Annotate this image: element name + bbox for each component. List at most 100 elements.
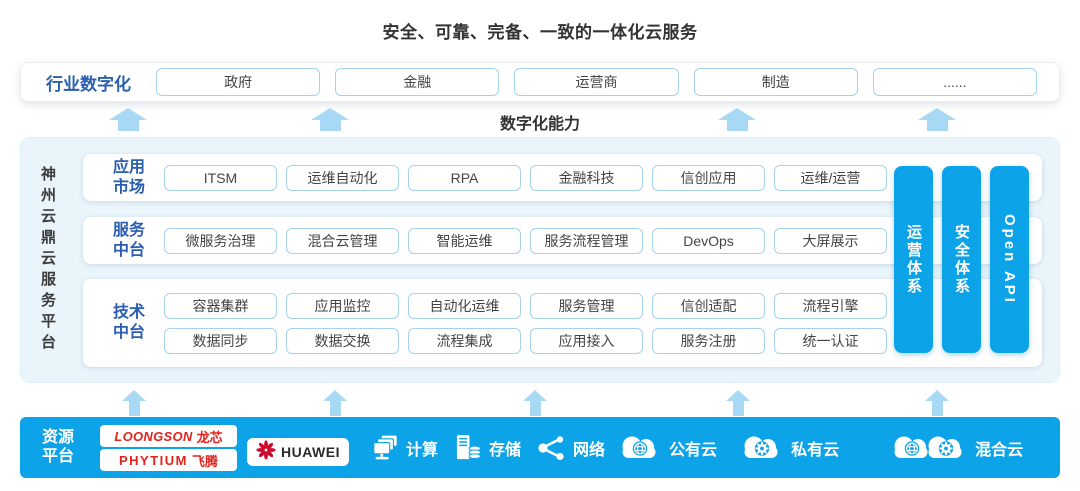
service-hybrid-cloud: 混合云 (887, 433, 1023, 463)
resource-label-line: 平台 (42, 448, 75, 465)
capability-box-service-flow: 服务流程管理 (530, 227, 643, 254)
capability-box-rpa: RPA (408, 164, 521, 191)
bar-label: 安全体系 (953, 223, 970, 296)
bar-label: Open API (1001, 214, 1018, 305)
capability-box-devops: DevOps (652, 227, 765, 254)
capability-box-process-engine: 流程引擎 (774, 292, 887, 319)
capability-box-xinchuang-app: 信创应用 (652, 164, 765, 191)
row-service-platform: 服务 中台 微服务治理 混合云管理 智能运维 服务流程管理 DevOps 大屏展… (83, 217, 1042, 264)
row-tech-platform-label: 技术 中台 (101, 303, 157, 343)
industry-item-manufacturing: 制造 (693, 68, 858, 96)
service-label: 存储 (489, 441, 522, 459)
hybrid-gear-cloud-icon (921, 433, 969, 463)
row-app-market-label: 应用 市场 (101, 158, 157, 198)
up-arrow-icon (323, 390, 347, 416)
service-label: 私有云 (791, 441, 840, 459)
public-cloud-icon (615, 433, 663, 463)
up-arrow-icon (109, 108, 147, 131)
hybrid-globe-cloud-icon (887, 433, 935, 463)
network-icon (537, 435, 567, 461)
huawei-logo: HUAWEI (247, 438, 349, 466)
industry-label: 行业数字化 (46, 74, 131, 94)
industry-item-operator: 运营商 (514, 68, 679, 96)
huawei-flower-icon (256, 439, 276, 465)
capability-box-aiops: 智能运维 (408, 227, 521, 254)
row-app-market-items: ITSM 运维自动化 RPA 金融科技 信创应用 运维/运营 (164, 164, 887, 191)
service-label: 混合云 (975, 441, 1024, 459)
row-label-line: 市场 (112, 178, 145, 196)
up-arrow-icon (925, 390, 949, 416)
loongson-logo-cn: 龙芯 (196, 429, 223, 445)
service-private-cloud: 私有云 (737, 433, 839, 463)
row-label-line: 中台 (112, 324, 145, 341)
huawei-logo-text: HUAWEI (281, 444, 340, 460)
row-service-platform-items: 微服务治理 混合云管理 智能运维 服务流程管理 DevOps 大屏展示 (164, 227, 887, 254)
service-label: 公有云 (669, 441, 718, 459)
bar-label: 运营体系 (905, 223, 922, 296)
resource-services: 计算 (370, 417, 1023, 478)
capability-box-process-integration: 流程集成 (408, 327, 521, 354)
row-app-market: 应用 市场 ITSM 运维自动化 RPA 金融科技 信创应用 运维/运营 (83, 154, 1042, 201)
capability-box-fintech: 金融科技 (530, 164, 643, 191)
capability-box-app-access: 应用接入 (530, 327, 643, 354)
loongson-logo: LOONGSON 龙芯 (100, 425, 237, 447)
capability-box-unified-auth: 统一认证 (774, 327, 887, 354)
capability-box-app-monitor: 应用监控 (286, 292, 399, 319)
hybrid-cloud-icon (887, 433, 969, 463)
capability-box-bigscreen: 大屏展示 (774, 227, 887, 254)
capability-box-xinchuang-adapt: 信创适配 (652, 292, 765, 319)
capability-box-hybrid-mgmt: 混合云管理 (286, 227, 399, 254)
capability-box-itsm: ITSM (164, 164, 277, 191)
up-arrow-icon (918, 108, 956, 131)
up-arrow-icon (311, 108, 349, 131)
row-tech-platform: 技术 中台 容器集群 应用监控 自动化运维 服务管理 信创适配 流程引擎 数据同… (83, 279, 1042, 367)
up-arrow-icon (718, 108, 756, 131)
page-title: 安全、可靠、完备、一致的一体化云服务 (382, 23, 698, 42)
capability-box-ops: 运维/运营 (774, 164, 887, 191)
up-arrow-icon (726, 390, 750, 416)
capability-box-data-exchange: 数据交换 (286, 327, 399, 354)
up-arrow-icon (523, 390, 547, 416)
resource-label-line: 资源 (42, 429, 75, 446)
industry-band: 行业数字化 政府 金融 运营商 制造 ...... (20, 62, 1060, 102)
industry-item-finance: 金融 (335, 68, 500, 96)
row-label-line: 中台 (112, 241, 145, 259)
service-label: 网络 (573, 441, 606, 459)
up-arrow-icon (122, 390, 146, 416)
private-cloud-icon (737, 433, 785, 463)
platform-side-label-wrap: 神州云鼎云服务平台 (37, 138, 58, 382)
industry-item-more: ...... (872, 68, 1038, 96)
phytium-logo: PHYTIUM 飞腾 (100, 449, 237, 471)
service-public-cloud: 公有云 (615, 433, 717, 463)
platform-panel: 神州云鼎云服务平台 应用 市场 ITSM 运维自动化 RPA 金融科技 信创应用… (20, 137, 1060, 383)
resource-band: 资源 平台 LOONGSON 龙芯 PHYTIUM 飞腾 (20, 417, 1060, 478)
service-label: 计算 (406, 441, 439, 459)
bar-security-system: 安全体系 (942, 166, 981, 353)
row-label-line: 技术 (112, 304, 145, 321)
phytium-logo-cn: 飞腾 (191, 453, 218, 469)
capability-box-service-mgmt: 服务管理 (530, 292, 643, 319)
resource-label: 资源 平台 (42, 428, 74, 466)
loongson-logo-text: LOONGSON (114, 428, 193, 444)
capability-box-service-registry: 服务注册 (652, 327, 765, 354)
industry-items: 政府 金融 运营商 制造 ...... (156, 68, 1038, 96)
service-compute: 计算 (370, 434, 438, 461)
capability-box-microservice: 微服务治理 (164, 227, 277, 254)
bar-operation-system: 运营体系 (894, 166, 933, 353)
service-storage: 存储 (454, 434, 521, 461)
industry-item-government: 政府 (156, 68, 321, 96)
row-service-platform-label: 服务 中台 (101, 221, 157, 261)
row-tech-platform-items: 容器集群 应用监控 自动化运维 服务管理 信创适配 流程引擎 数据同步 数据交换… (164, 292, 887, 354)
bar-open-api: Open API (990, 166, 1029, 353)
capability-box-auto-ops: 自动化运维 (408, 292, 521, 319)
capability-box-data-sync: 数据同步 (164, 327, 277, 354)
capability-label: 数字化能力 (499, 116, 580, 133)
compute-icon (370, 434, 400, 461)
row-label-line: 应用 (112, 158, 145, 176)
platform-side-label: 神州云鼎云服务平台 (39, 165, 56, 355)
phytium-logo-text: PHYTIUM (118, 452, 188, 468)
service-network: 网络 (537, 435, 605, 461)
capability-box-container: 容器集群 (164, 292, 277, 319)
row-label-line: 服务 (112, 221, 145, 239)
storage-icon (454, 434, 483, 461)
